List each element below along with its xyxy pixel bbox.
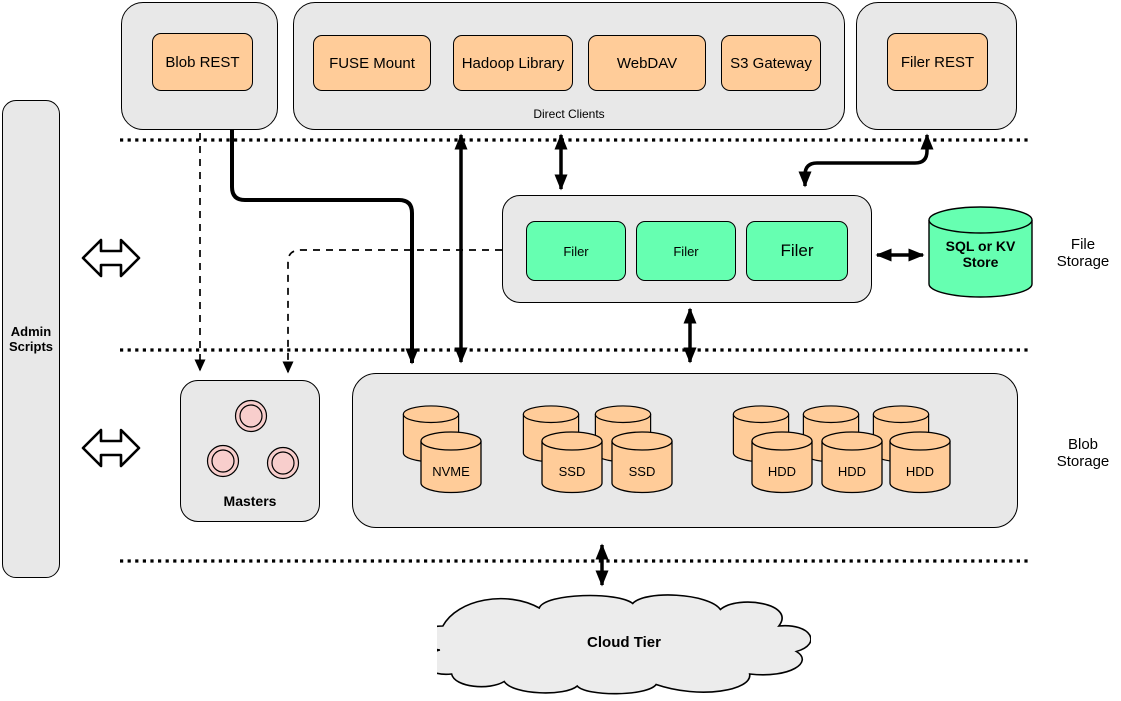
- filer-group: Filer Filer Filer: [502, 195, 872, 303]
- disk-label: SSD: [558, 463, 586, 479]
- ssd-disk-node: SSD: [611, 431, 673, 494]
- arrow-filer-rest-to-filer: [798, 133, 934, 188]
- webdav-node: WebDAV: [588, 35, 706, 91]
- filer-label-1: Filer: [563, 243, 589, 259]
- arrow-blob-rest-to-blob-storage: [230, 130, 419, 365]
- hdd-disk-node: HDD: [821, 431, 883, 494]
- sql-kv-store-label: SQL or KV Store: [945, 238, 1016, 270]
- blob-rest-node: Blob REST: [152, 33, 253, 91]
- dashed-arrow-filer-to-masters: [282, 249, 502, 374]
- cloud-tier-label: Cloud Tier: [587, 634, 661, 651]
- filer-rest-node: Filer REST: [887, 33, 988, 91]
- filer-node-3: Filer: [746, 221, 848, 281]
- s3-gateway-label: S3 Gateway: [730, 54, 812, 72]
- file-storage-section-label: File Storage: [1056, 236, 1110, 270]
- filer-label-3: Filer: [780, 241, 814, 260]
- sql-kv-store-node: SQL or KV Store: [928, 206, 1033, 298]
- master-node-inner-icon: [239, 404, 263, 428]
- blob-rest-group: Blob REST: [121, 2, 278, 130]
- filer-node-2: Filer: [636, 221, 736, 281]
- webdav-label: WebDAV: [616, 54, 678, 72]
- disk-label: SSD: [628, 463, 656, 479]
- blob-storage-group: NVME SSD SSD HDD HDD HDD: [352, 373, 1018, 528]
- direct-clients-caption: Direct Clients: [533, 107, 605, 121]
- fuse-mount-label: FUSE Mount: [329, 54, 415, 72]
- filer-label-2: Filer: [673, 243, 699, 259]
- cloud-shape: [437, 590, 811, 698]
- disk-label: HDD: [905, 463, 935, 479]
- blob-rest-label: Blob REST: [165, 53, 240, 71]
- fuse-mount-node: FUSE Mount: [313, 35, 431, 91]
- masters-group: Masters: [180, 380, 320, 522]
- hdd-disk-node: HDD: [889, 431, 951, 494]
- hdd-disk-node: HDD: [751, 431, 813, 494]
- direct-clients-group: FUSE Mount Hadoop Library WebDAV S3 Gate…: [293, 2, 845, 130]
- ssd-disk-node: SSD: [541, 431, 603, 494]
- master-nodes-icon: [206, 399, 300, 480]
- blob-storage-section-label: Blob Storage: [1056, 436, 1110, 470]
- hadoop-library-label: Hadoop Library: [461, 54, 565, 72]
- disk-label: HDD: [837, 463, 867, 479]
- nvme-disk-node: NVME: [420, 431, 482, 494]
- admin-scripts-label: Admin Scripts: [8, 324, 54, 354]
- admin-scripts-node: Admin Scripts: [2, 100, 60, 578]
- s3-gateway-node: S3 Gateway: [721, 35, 821, 91]
- hadoop-library-node: Hadoop Library: [453, 35, 573, 91]
- filer-node-1: Filer: [526, 221, 626, 281]
- filer-rest-group: Filer REST: [856, 2, 1017, 130]
- master-node-inner-icon: [271, 451, 295, 475]
- database-cylinder-icon: [928, 206, 1033, 298]
- disk-label: HDD: [767, 463, 797, 479]
- master-node-inner-icon: [211, 449, 235, 473]
- disk-label: NVME: [432, 463, 470, 479]
- filer-rest-label: Filer REST: [900, 53, 975, 71]
- admin-blob-storage-double-arrow-icon: [81, 428, 141, 468]
- masters-label: Masters: [223, 493, 277, 509]
- cloud-tier-node: Cloud Tier: [437, 590, 811, 698]
- admin-file-storage-double-arrow-icon: [81, 238, 141, 278]
